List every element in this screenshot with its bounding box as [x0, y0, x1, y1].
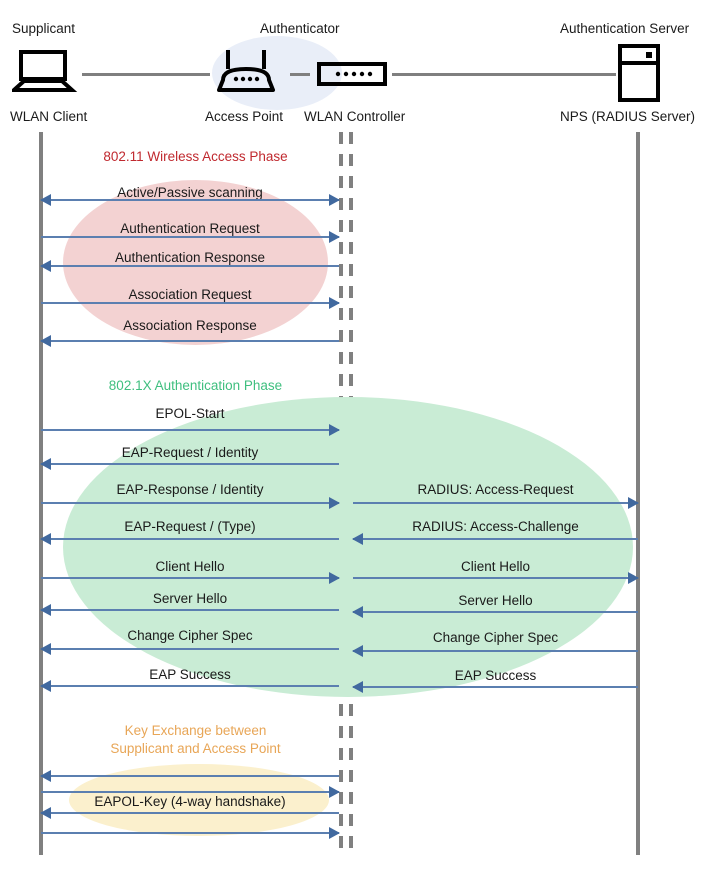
phase-title-wireless-access: 802.11 Wireless Access Phase: [103, 149, 288, 164]
msg-label-left-3: Association Request: [128, 287, 252, 302]
arrow-head-left: [40, 680, 51, 692]
msg-label-left-14: EAPOL-Key (4-way handshake): [94, 794, 286, 809]
msg-arrow-right-2: [353, 572, 639, 584]
msg-arrow-left-12: [40, 680, 339, 692]
actor-device-nps-radius-server: NPS (RADIUS Server): [560, 109, 696, 124]
msg-arrow-left-14: [41, 786, 340, 798]
msg-arrow-right-1: [352, 533, 638, 545]
arrow-head-left: [352, 533, 363, 545]
msg-arrow-left-16: [41, 827, 340, 839]
msg-label-right-1: RADIUS: Access-Challenge: [412, 519, 579, 534]
msg-label-left-6: EAP-Request / Identity: [121, 445, 259, 460]
msg-arrow-left-11: [40, 643, 339, 655]
msg-label-right-2: Client Hello: [460, 559, 531, 574]
msg-label-left-4: Association Response: [123, 318, 257, 333]
msg-arrow-left-15: [40, 807, 339, 819]
phase-blob-wireless-access: [63, 180, 328, 345]
msg-arrow-left-13: [40, 770, 339, 782]
msg-arrow-left-2: [40, 260, 339, 272]
arrow-head-left: [40, 458, 51, 470]
actor-role-supplicant: Supplicant: [12, 21, 76, 36]
arrow-head-right: [628, 572, 639, 584]
phase-blob-dot1x-auth: [63, 397, 633, 697]
arrow-head-right: [329, 194, 340, 206]
msg-label-left-9: Client Hello: [155, 559, 225, 574]
wlan-controller-icon: [317, 60, 387, 93]
actor-role-authentication-server: Authentication Server: [560, 21, 690, 36]
msg-label-right-5: EAP Success: [454, 668, 537, 683]
msg-arrow-left-4: [40, 335, 339, 347]
actor-device-wlan-client: WLAN Client: [10, 109, 88, 124]
msg-arrow-left-3: [41, 297, 340, 309]
lifeline-radius-server: [636, 132, 640, 855]
msg-label-left-5: EPOL-Start: [155, 406, 225, 421]
arrow-head-left: [352, 606, 363, 618]
arrow-head-left: [40, 533, 51, 545]
arrow-head-right: [329, 424, 340, 436]
msg-arrow-left-1: [41, 231, 340, 243]
msg-arrow-left-5: [41, 424, 340, 436]
msg-arrow-left-9: [41, 572, 340, 584]
msg-arrow-left-8: [40, 533, 339, 545]
msg-label-left-7: EAP-Response / Identity: [116, 482, 264, 497]
msg-label-left-12: EAP Success: [149, 667, 231, 682]
arrow-head-left: [40, 770, 51, 782]
phase-title-key-exchange: Key Exchange between Supplicant and Acce…: [110, 723, 281, 757]
msg-arrow-right-5: [352, 681, 638, 693]
actor-device-wlan-controller: WLAN Controller: [304, 109, 406, 124]
arrow-head-right: [329, 572, 340, 584]
actor-role-authenticator: Authenticator: [260, 21, 340, 36]
msg-label-left-1: Authentication Request: [120, 221, 260, 236]
server-icon: [618, 44, 660, 107]
arrow-head-right: [329, 231, 340, 243]
msg-arrow-left-10: [40, 604, 339, 616]
msg-arrow-left-0: [40, 194, 340, 206]
arrow-head-left: [40, 335, 51, 347]
msg-arrow-right-3: [352, 606, 638, 618]
msg-arrow-left-7: [41, 497, 340, 509]
arrow-head-left: [40, 260, 51, 272]
link-controller-to-server: [392, 73, 616, 76]
msg-label-left-8: EAP-Request / (Type): [124, 519, 256, 534]
access-point-icon: [215, 48, 277, 99]
actor-device-access-point: Access Point: [205, 109, 284, 124]
msg-arrow-right-4: [352, 645, 638, 657]
phase-title-dot1x-auth: 802.1X Authentication Phase: [108, 378, 283, 393]
arrow-head-right: [628, 497, 639, 509]
laptop-icon: [8, 50, 78, 99]
arrow-head-left: [40, 604, 51, 616]
arrow-head-left: [352, 681, 363, 693]
msg-label-left-10: Server Hello: [152, 591, 228, 606]
msg-arrow-right-0: [353, 497, 639, 509]
msg-label-left-11: Change Cipher Spec: [127, 628, 253, 643]
arrow-head-left: [40, 807, 51, 819]
msg-label-right-3: Server Hello: [458, 593, 533, 608]
arrow-head-right: [329, 827, 340, 839]
lifeline-supplicant: [39, 132, 43, 855]
link-ap-to-controller: [290, 73, 310, 76]
msg-label-left-0: Active/Passive scanning: [117, 185, 263, 200]
msg-label-left-2: Authentication Response: [114, 250, 266, 265]
arrow-head-right: [329, 497, 340, 509]
arrow-head-right: [329, 786, 340, 798]
arrow-head-right: [329, 297, 340, 309]
arrow-head-left: [352, 645, 363, 657]
msg-label-right-4: Change Cipher Spec: [432, 630, 559, 645]
link-client-to-ap: [82, 73, 210, 76]
arrow-head-left: [40, 194, 51, 206]
msg-arrow-left-6: [40, 458, 339, 470]
msg-label-right-0: RADIUS: Access-Request: [417, 482, 574, 497]
arrow-head-left: [40, 643, 51, 655]
